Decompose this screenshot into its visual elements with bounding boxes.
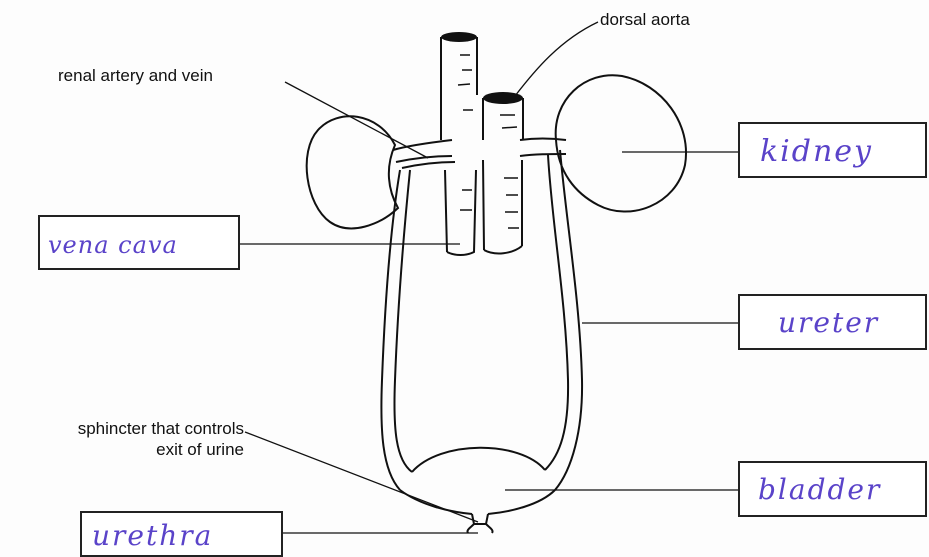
vena-cava-bottom	[447, 170, 476, 255]
label-dorsal-aorta: dorsal aorta	[600, 10, 690, 30]
dorsal-aorta-left-edge	[483, 98, 484, 250]
answer-box-ureter[interactable]: ureter	[738, 294, 927, 350]
answer-kidney: kidney	[760, 134, 873, 169]
pointer-renal	[285, 82, 428, 158]
renal-vessel-left-bottom	[396, 156, 452, 162]
dorsal-aorta-bottom	[484, 246, 522, 253]
label-sphincter-line2: exit of urine	[6, 439, 244, 460]
answer-bladder: bladder	[758, 473, 881, 506]
renal-vessel-right-top	[520, 139, 566, 141]
answer-box-kidney[interactable]: kidney	[738, 122, 927, 178]
pointer-sphincter	[245, 432, 478, 522]
bladder-base	[400, 490, 555, 514]
answer-ureter: ureter	[778, 306, 879, 339]
right-kidney	[556, 75, 686, 211]
label-sphincter-line1: sphincter that controls	[6, 418, 244, 439]
vessel-shading	[458, 55, 519, 228]
pointer-dorsal-aorta	[515, 22, 598, 96]
vena-cava-top	[441, 32, 477, 42]
label-renal-artery-vein: renal artery and vein	[58, 66, 213, 86]
left-kidney	[307, 116, 398, 228]
label-sphincter: sphincter that controls exit of urine	[6, 418, 244, 460]
renal-vessel-left-top	[393, 140, 452, 150]
answer-box-bladder[interactable]: bladder	[738, 461, 927, 517]
vena-cava-left-edge	[441, 37, 447, 252]
answer-box-urethra[interactable]: urethra	[80, 511, 283, 557]
bladder-outline	[412, 448, 545, 472]
renal-vessel-bottom-line	[402, 162, 455, 168]
answer-vena-cava: vena cava	[48, 231, 178, 259]
right-ureter-outer	[555, 150, 582, 490]
answer-box-vena-cava[interactable]: vena cava	[38, 215, 240, 270]
dorsal-aorta-right-edge	[522, 98, 523, 246]
answer-urethra: urethra	[92, 519, 213, 552]
left-ureter-inner	[394, 170, 412, 472]
